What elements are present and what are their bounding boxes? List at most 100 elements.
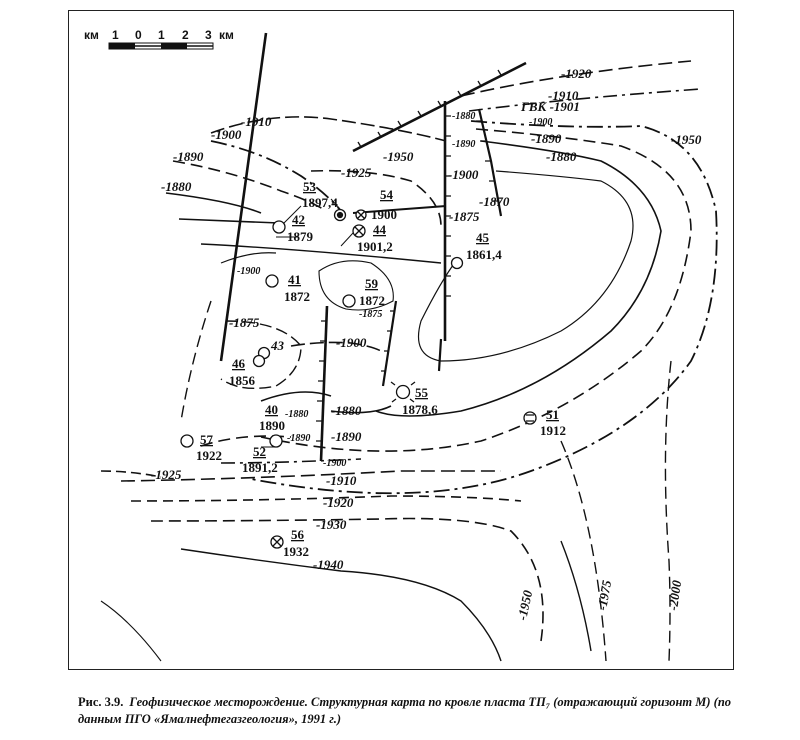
well-number: 57 bbox=[200, 432, 214, 447]
contour-label: -2000 bbox=[665, 579, 684, 612]
contour-label: -1900 bbox=[211, 127, 242, 142]
well-symbol bbox=[180, 434, 194, 448]
scale-tick: 1 bbox=[112, 28, 119, 42]
contour-1910-s bbox=[120, 470, 501, 482]
well-number: 56 bbox=[291, 527, 305, 542]
fault-ne-hachure bbox=[357, 69, 502, 148]
contour-1890-nw bbox=[172, 160, 327, 212]
well-symbol bbox=[269, 434, 283, 448]
well-value: 1897,4 bbox=[302, 195, 338, 210]
contour-label: -1920 bbox=[561, 66, 592, 81]
well-number: 53 bbox=[303, 179, 317, 194]
contour-1880-c bbox=[260, 391, 332, 402]
contour-label: -1890 bbox=[331, 429, 362, 444]
fault-wnw bbox=[178, 218, 280, 224]
contour-label: -1910 bbox=[326, 473, 357, 488]
well-symbol bbox=[395, 384, 411, 400]
well-symbol bbox=[342, 294, 356, 308]
well-value: 1922 bbox=[196, 448, 222, 463]
well-symbol bbox=[354, 226, 364, 236]
contour-1880-nw bbox=[165, 192, 262, 214]
well-value: 1912 bbox=[540, 423, 566, 438]
contour-1920-ne bbox=[460, 60, 692, 97]
scale-tick: 0 bbox=[135, 28, 142, 42]
fault-v-mid bbox=[381, 300, 398, 387]
contour-label: -1900 bbox=[448, 167, 479, 182]
contour-1890-c bbox=[200, 435, 292, 447]
contour-1880-ne bbox=[375, 140, 662, 417]
well-value: 1901,2 bbox=[357, 239, 393, 254]
contour-extra-sw bbox=[100, 600, 162, 662]
contour-1940-s bbox=[180, 548, 502, 662]
contour-label: -1875 bbox=[359, 309, 382, 320]
contour-1900-nw bbox=[210, 140, 342, 212]
contour-1900-center bbox=[290, 341, 382, 352]
fault-horizontal bbox=[200, 243, 442, 264]
fault-v-south-hachure bbox=[316, 320, 327, 442]
contour-label: -1925 bbox=[151, 467, 182, 482]
contour-label: -1950 bbox=[514, 588, 535, 621]
contour-1975-se bbox=[560, 440, 607, 662]
well-labels: 53 1897,4 54 1900 42 1879 44 1901,2 45 1… bbox=[196, 179, 566, 559]
well-number: 46 bbox=[232, 356, 246, 371]
fault-v-east bbox=[477, 108, 503, 217]
contour-label: -1890 bbox=[531, 131, 562, 146]
scale-tick: 1 bbox=[158, 28, 165, 42]
fault-v-center-hachure bbox=[445, 115, 451, 297]
contour-label: -1875 bbox=[449, 209, 480, 224]
map-frame: км 1 0 1 2 3 км bbox=[68, 10, 734, 670]
contour-label: -1910 bbox=[548, 88, 579, 103]
contour-label: -1920 bbox=[323, 495, 354, 510]
fault-west-long bbox=[219, 32, 268, 362]
contour-label: -1925 bbox=[341, 165, 372, 180]
contour-label: -1890 bbox=[173, 149, 204, 164]
contour-label: -1930 bbox=[316, 517, 347, 532]
well-symbol bbox=[272, 220, 286, 234]
contour-label: -1975 bbox=[594, 579, 614, 612]
contour-label: -1900 bbox=[529, 117, 552, 128]
well-number: 43 bbox=[270, 338, 285, 353]
well-number: 55 bbox=[415, 385, 429, 400]
well-symbol bbox=[252, 354, 266, 368]
scale-unit-right: км bbox=[219, 28, 234, 42]
well-symbol bbox=[526, 414, 534, 422]
contour-label: -1900 bbox=[323, 458, 346, 469]
contour-label: -1870 bbox=[479, 194, 510, 209]
well-number: 52 bbox=[253, 444, 266, 459]
contour-label: -1940 bbox=[313, 557, 344, 572]
contour-label: -1880 bbox=[161, 179, 192, 194]
well-value: 1900 bbox=[371, 207, 397, 222]
fault-ne bbox=[352, 61, 527, 153]
contour-2000-se bbox=[664, 360, 672, 662]
contour-labels: -1920 -1910 ГВК -1901 -1900 -1890 -1950 … bbox=[151, 66, 702, 622]
contour-1910-n bbox=[210, 116, 447, 142]
contour-label: -1950 bbox=[671, 132, 702, 147]
contour-label: -1900 bbox=[237, 266, 260, 277]
well-number: 51 bbox=[546, 407, 559, 422]
well-symbol bbox=[450, 256, 464, 270]
well-value: 1872 bbox=[359, 293, 385, 308]
structural-map: км 1 0 1 2 3 км bbox=[84, 28, 718, 662]
well-number: 44 bbox=[373, 222, 387, 237]
fault-v-south bbox=[319, 305, 329, 462]
contour-1880-s bbox=[330, 405, 392, 414]
contour-1875-w bbox=[220, 320, 302, 389]
fault-v-mid-hachure bbox=[381, 310, 395, 372]
well-number: 42 bbox=[292, 212, 305, 227]
contour-label: -1900 bbox=[336, 335, 367, 350]
contour-label: -1880 bbox=[452, 111, 475, 122]
well-symbol bbox=[272, 537, 282, 547]
contour-1925-top bbox=[310, 169, 442, 227]
well-symbol bbox=[265, 274, 279, 288]
well-number: 45 bbox=[476, 230, 490, 245]
well-value: 1890 bbox=[259, 418, 285, 433]
fault-short-mid bbox=[437, 338, 443, 372]
well-value: 1932 bbox=[283, 544, 309, 559]
well-value: 1891,2 bbox=[242, 460, 278, 475]
contour-1930-s bbox=[150, 517, 544, 642]
fault-v-east-hachure bbox=[476, 120, 498, 202]
contour-1900-ne bbox=[250, 120, 718, 495]
figure-number: Рис. 3.9. bbox=[78, 695, 124, 709]
contour-label: -1890 bbox=[287, 433, 310, 444]
contour-1925-sw bbox=[100, 470, 162, 478]
